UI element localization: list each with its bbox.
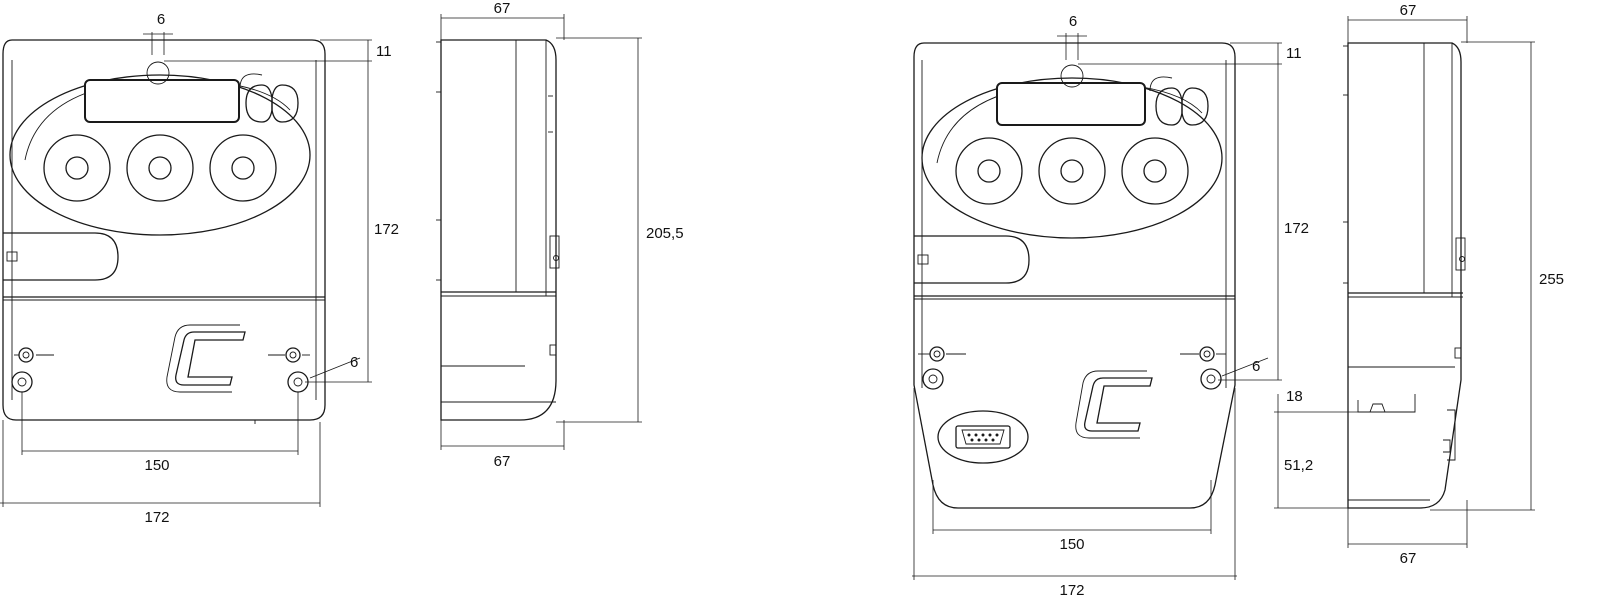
side-view-short (436, 39, 560, 421)
dim-label: 150 (1059, 536, 1084, 553)
dim-label: 172 (374, 221, 399, 238)
dim-label: 172 (144, 509, 169, 526)
dim-label: 11 (376, 43, 392, 60)
dim-label: 150 (144, 457, 169, 474)
dim-label: 67 (1400, 550, 1417, 567)
dim-label: 255 (1539, 271, 1564, 288)
dim-label: 172 (1284, 220, 1309, 237)
dim-label: 51,2 (1284, 457, 1313, 474)
lcd-display (996, 82, 1146, 126)
button-pair (1149, 76, 1209, 126)
lcd-display (84, 79, 240, 123)
button-pair (239, 73, 299, 123)
side-view-short-dimensions: 67 205,5 67 (440, 0, 684, 470)
dim-label: 18 (1286, 388, 1303, 405)
dim-label: 6 (350, 354, 358, 371)
side-view-long-dimensions: 67 255 67 (1347, 2, 1564, 567)
front-view-short (2, 39, 326, 424)
terminal-row (43, 134, 277, 202)
dim-label: 67 (494, 453, 511, 470)
front-view-long-dimensions: 6 11 172 6 18 51,2 150 172 (912, 13, 1360, 599)
brand-logo-c (1084, 377, 1153, 432)
dim-label: 67 (1400, 2, 1417, 19)
dim-label: 6 (1252, 358, 1260, 375)
dim-label: 6 (157, 11, 165, 28)
side-view-long (1343, 42, 1466, 509)
front-view-long (913, 42, 1236, 509)
dim-label: 205,5 (646, 225, 684, 242)
dim-label: 11 (1286, 45, 1302, 62)
dim-label: 172 (1059, 582, 1084, 599)
terminal-row (955, 137, 1189, 205)
front-view-short-dimensions: 6 11 172 6 150 172 (0, 11, 399, 526)
dim-label: 67 (494, 0, 511, 17)
brand-logo-c (175, 331, 246, 386)
serial-port-connector (937, 410, 1029, 464)
dim-label: 6 (1069, 13, 1077, 30)
